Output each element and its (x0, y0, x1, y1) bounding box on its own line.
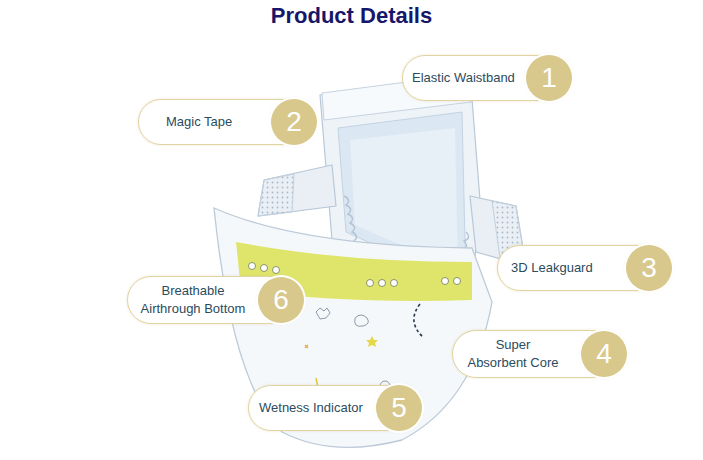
callout-number: 6 (258, 277, 304, 323)
callout-number: 2 (271, 99, 317, 145)
callout-number-text: 4 (596, 340, 612, 368)
front-panel-shape (355, 315, 369, 326)
callout-number: 5 (376, 385, 422, 431)
front-panel-shape-shape (379, 280, 386, 287)
front-panel-shape (214, 208, 492, 447)
callout-number: 1 (526, 55, 572, 101)
callout-text: Magic Tape (166, 113, 232, 131)
callout-text: Wetness Indicator (259, 399, 363, 417)
side-ears-shape (258, 165, 336, 216)
front-panel-shape-shape (391, 280, 398, 287)
callout-label: Magic Tape 2 (138, 99, 305, 145)
front-panel (214, 208, 492, 447)
callout-number-text: 3 (641, 254, 657, 282)
callout-text: Super Absorbent Core (465, 336, 561, 371)
callout-text: Breathable Airthrough Bottom (136, 282, 250, 317)
front-panel-shape (366, 336, 378, 347)
front-panel-shape (414, 304, 424, 338)
callout-number-text: 1 (541, 64, 557, 92)
front-panel-shape-shape (249, 263, 256, 270)
callout-label: 3D Leakguard 3 (497, 245, 660, 291)
callout-text: Elastic Waistband (412, 69, 515, 87)
front-panel-shape (316, 308, 330, 319)
callout-label: Breathable Airthrough Bottom 6 (127, 276, 292, 324)
callout-number-text: 2 (286, 108, 302, 136)
diagram-title: Product Details (0, 3, 703, 29)
front-panel-shape-shape (454, 278, 461, 285)
callout-label: Super Absorbent Core 4 (452, 330, 615, 378)
callout-text: 3D Leakguard (511, 259, 593, 277)
front-panel-shape-shape (261, 265, 268, 272)
callout-number-text: 6 (273, 286, 289, 314)
front-panel-shape-shape (442, 278, 449, 285)
callout-label: Elastic Waistband 1 (402, 55, 560, 101)
callout-number: 3 (626, 245, 672, 291)
front-panel-shape (305, 345, 308, 348)
front-panel-shape-shape (273, 267, 280, 274)
callout-number: 4 (581, 331, 627, 377)
callout-number-text: 5 (391, 394, 407, 422)
callout-label: Wetness Indicator 5 (248, 385, 410, 431)
side-ears-shape (258, 174, 294, 216)
front-panel-shape-shape (367, 280, 374, 287)
